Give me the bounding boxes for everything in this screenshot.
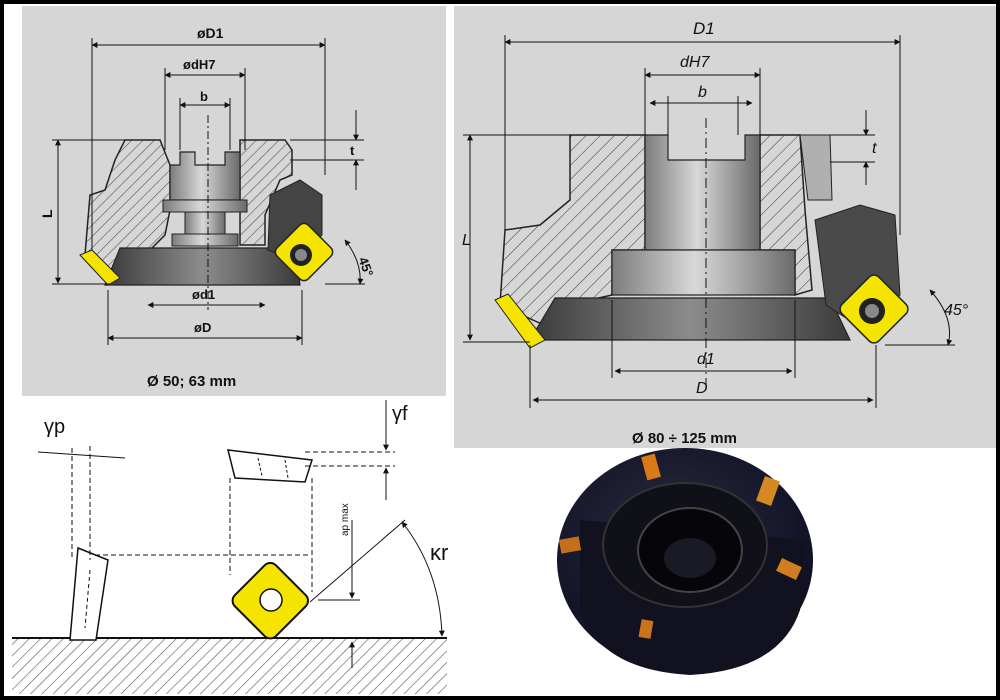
large-label-L: L <box>462 232 471 249</box>
large-right-insert <box>839 274 909 344</box>
small-label-dH7: ødH7 <box>183 57 216 72</box>
small-label-d1: ød1 <box>192 287 215 302</box>
large-side-web <box>799 134 833 201</box>
large-bottom-flange <box>528 297 851 341</box>
large-caption: Ø 80 ÷ 125 mm <box>632 430 737 447</box>
small-label-b: b <box>200 89 208 104</box>
large-label-D: D <box>696 380 708 397</box>
small-right-insert <box>274 222 334 282</box>
insert-side-center <box>84 569 91 629</box>
small-label-t: t <box>350 143 355 158</box>
large-label-b: b <box>698 84 707 101</box>
small-label-angle: 45° <box>356 255 377 279</box>
small-caption: Ø 50; 63 mm <box>147 373 236 390</box>
small-label-L: L <box>39 209 55 218</box>
label-gamma-f: γf <box>392 403 408 425</box>
small-label-D1: øD1 <box>197 25 224 41</box>
label-kappa-r: κr <box>430 540 448 565</box>
insert-top-mark-2 <box>284 459 289 479</box>
panel-large-cutter: D1 dH7 b t L 45° d1 D Ø 80 ÷ 125 mm <box>454 6 996 448</box>
small-shaft-foot <box>171 233 239 247</box>
workpiece-hatch <box>12 638 447 694</box>
photo-insert-2 <box>756 476 780 506</box>
cutter-photo <box>557 448 813 675</box>
large-label-angle: 45° <box>944 302 969 319</box>
small-shaft-neck <box>184 211 226 235</box>
photo-insert-4 <box>776 558 802 580</box>
photo-insert-3 <box>558 536 582 554</box>
panel-cutting-geometry: γp γf ap max κr <box>12 400 448 694</box>
photo-inner-bore <box>664 538 716 578</box>
photo-insert-1 <box>641 453 661 481</box>
photo-insert-5 <box>638 619 654 639</box>
large-label-t: t <box>872 140 877 157</box>
large-left-insert <box>494 293 546 349</box>
insert-front-view <box>231 562 309 640</box>
label-gamma-p: γp <box>44 416 65 438</box>
large-label-d1: d1 <box>697 351 715 368</box>
insert-side-view <box>69 546 109 641</box>
small-left-insert <box>79 249 121 286</box>
insert-top-mark-1 <box>257 457 263 477</box>
panel-small-cutter: øD1 ødH7 b t L 45° ød1 øD Ø 50; 63 mm <box>22 6 446 396</box>
insert-top-view <box>227 449 313 483</box>
small-shaft-ring <box>162 199 248 213</box>
small-label-D: øD <box>194 320 211 335</box>
label-ap-max: ap max <box>340 503 351 536</box>
large-label-dH7: dH7 <box>680 54 710 71</box>
small-bottom-flange <box>104 247 301 286</box>
large-counterbore <box>611 249 796 296</box>
large-label-D1: D1 <box>693 19 715 38</box>
